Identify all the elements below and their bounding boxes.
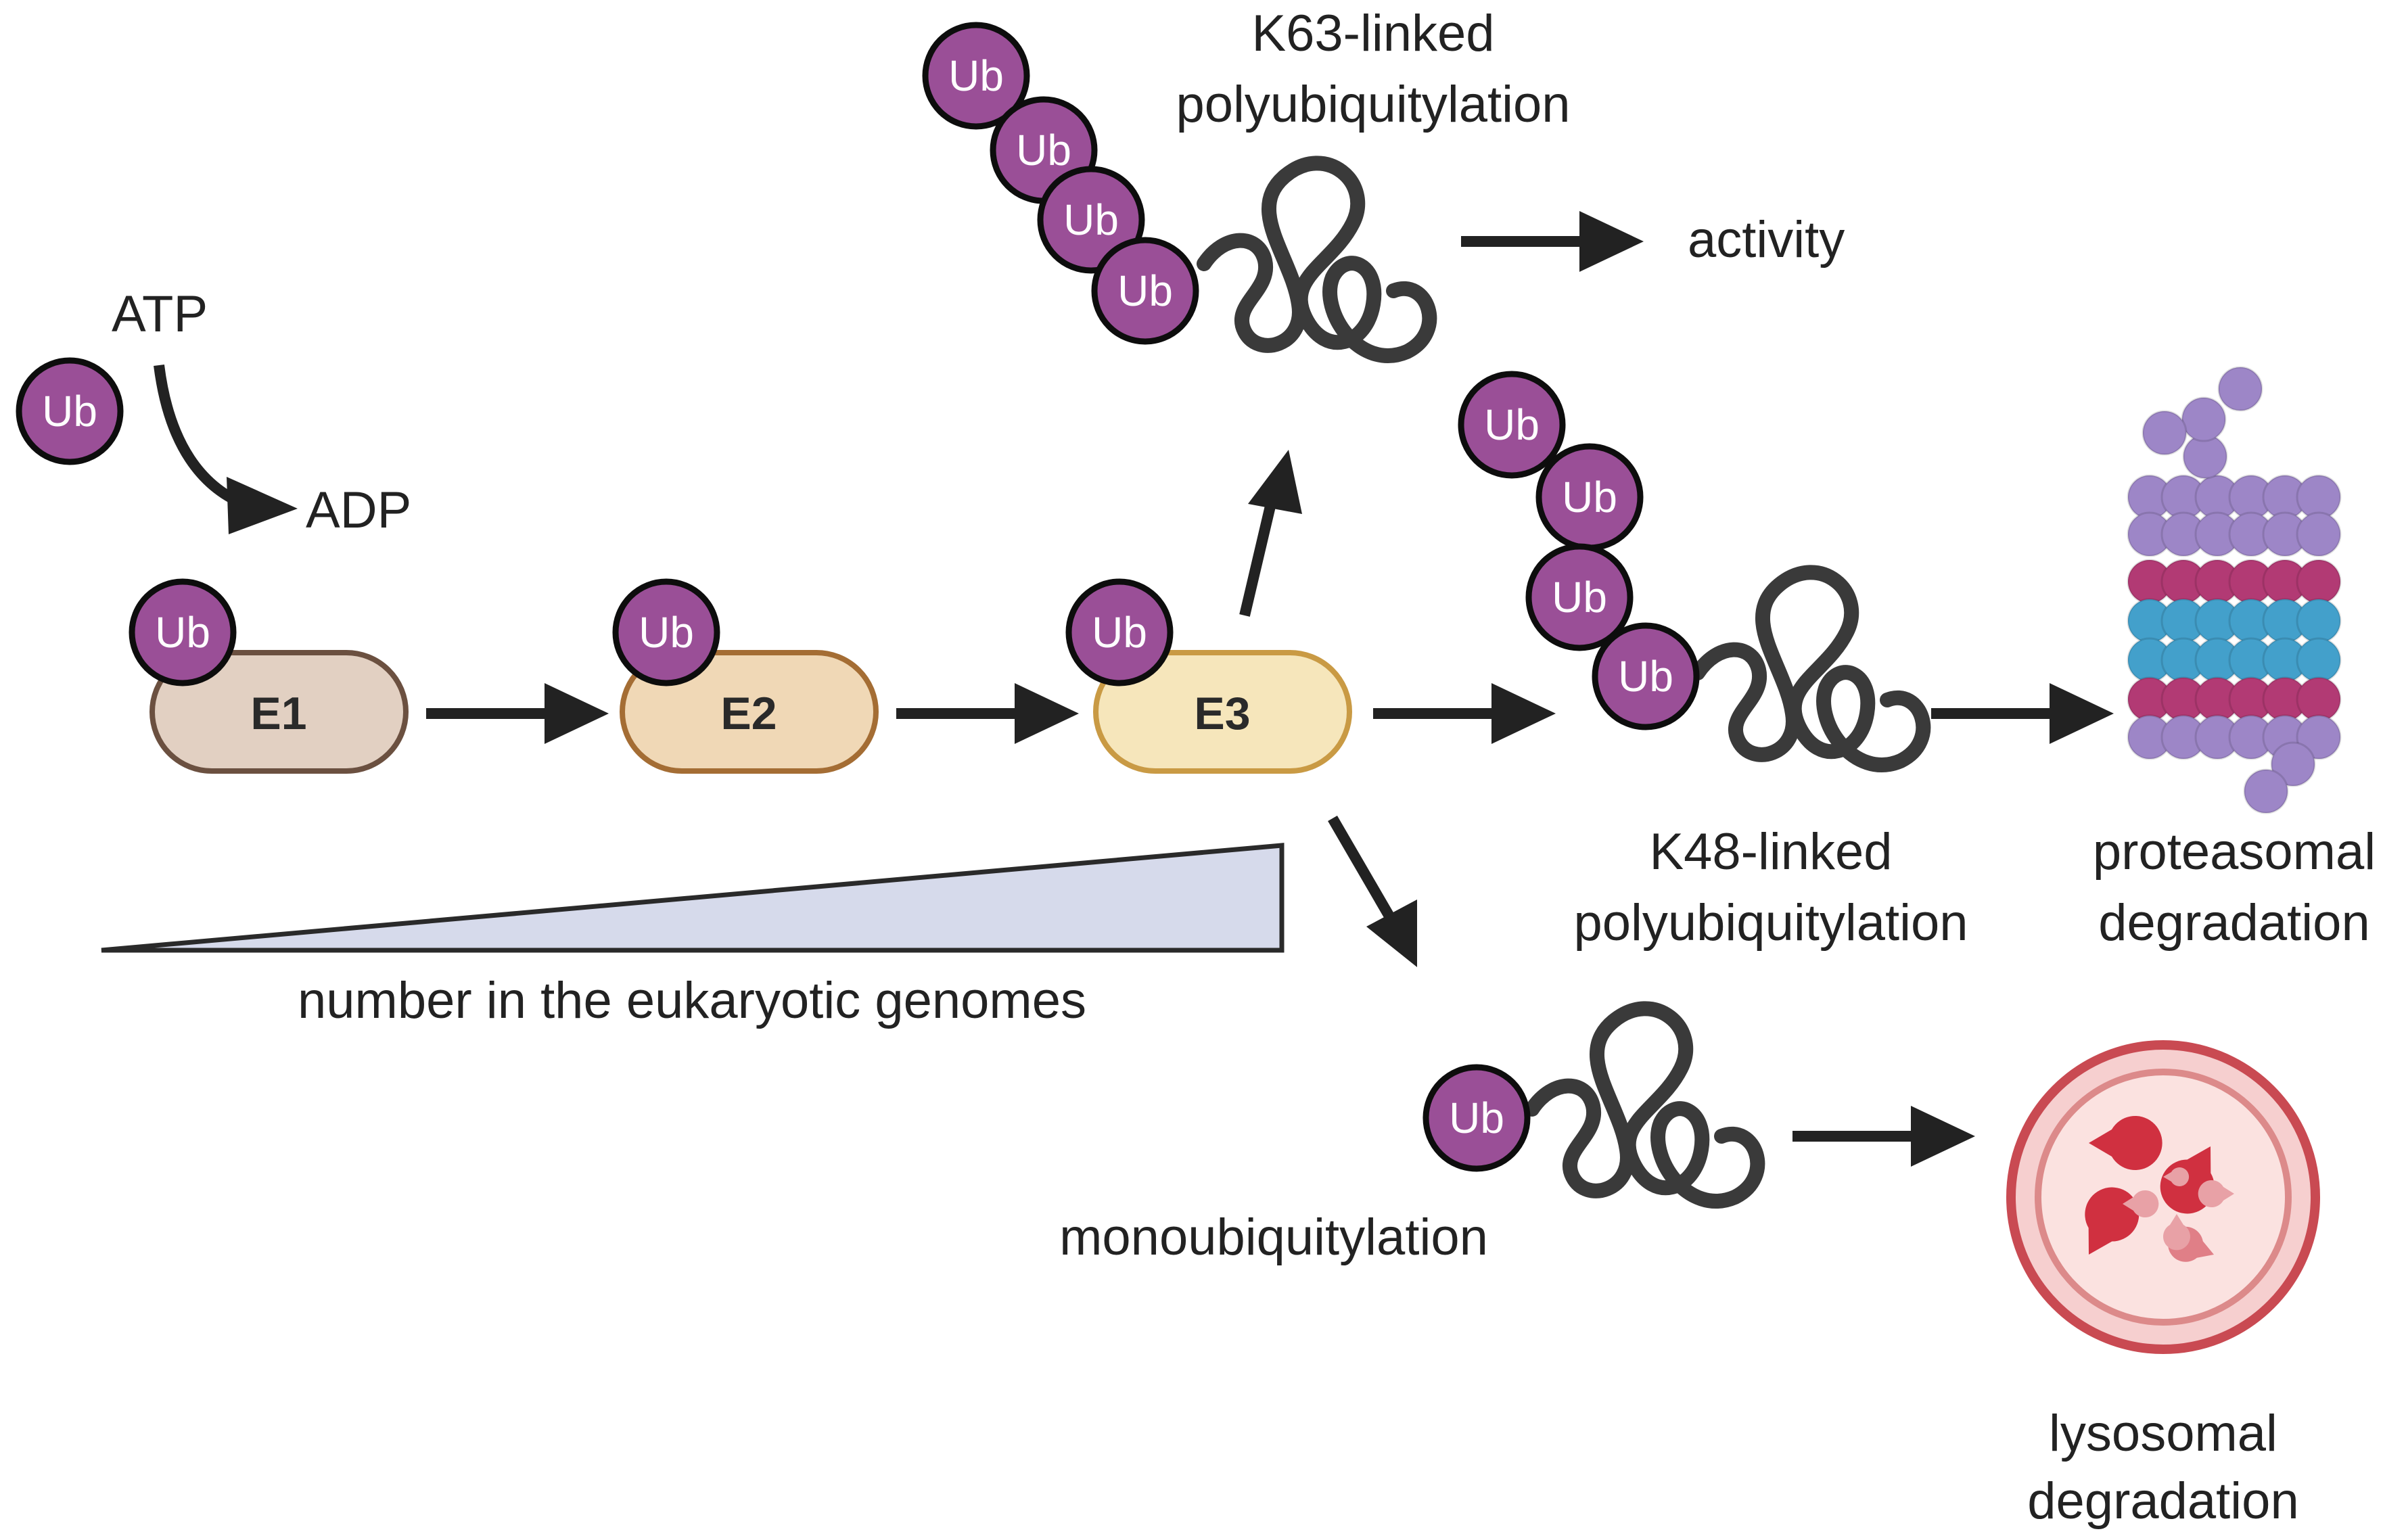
ub-label: Ub — [1063, 195, 1119, 244]
substrate-protein-icon — [1698, 572, 1923, 765]
ub-label: Ub — [1117, 266, 1173, 315]
genome-count-label: number in the eukaryotic genomes — [298, 972, 1086, 1029]
ub-label: Ub — [155, 608, 210, 657]
adp-label: ADP — [306, 482, 411, 539]
arrowhead-icon — [1579, 211, 1644, 272]
k48-label-line2: polyubiquitylation — [1573, 894, 1968, 952]
substrate-protein-icon — [1204, 163, 1429, 356]
proteasomal-label-line1: proteasomal — [2093, 823, 2376, 881]
ub-label: Ub — [639, 608, 694, 657]
proteasomal-label-line2: degradation — [2098, 894, 2369, 952]
ub-label: Ub — [948, 51, 1004, 100]
lysosomal-enzyme-icon — [2123, 1190, 2159, 1217]
e3-label: E3 — [1194, 688, 1250, 739]
atp-adp-reaction: ATP ADP — [112, 285, 411, 539]
mono-label: monoubiquitylation — [1059, 1209, 1488, 1266]
ub-label: Ub — [1618, 652, 1673, 701]
free-ubiquitin: Ub — [19, 360, 120, 462]
proteasome-icon — [2127, 366, 2342, 814]
enzyme-e1: E1 Ub — [132, 582, 409, 774]
arrowhead-icon — [2050, 683, 2114, 744]
arrowhead-icon — [1248, 450, 1302, 514]
atp-label: ATP — [112, 285, 208, 343]
cascade-arrows — [426, 211, 2114, 1167]
k63-label-line2: polyubiquitylation — [1176, 76, 1570, 133]
lysosomal-enzyme-icon — [2163, 1214, 2190, 1251]
ub-label: Ub — [1092, 608, 1147, 657]
ub-label: Ub — [1552, 573, 1607, 622]
lysosomal-label-line2: degradation — [2027, 1472, 2298, 1530]
k63-label-line1: K63-linked — [1251, 5, 1494, 62]
ub-label: Ub — [1484, 400, 1540, 449]
activity-label: activity — [1688, 211, 1845, 269]
arrowhead-icon — [545, 683, 609, 744]
e1-label: E1 — [250, 688, 306, 739]
lysosome-icon — [2006, 1040, 2320, 1354]
lysosomal-enzyme-icon — [2163, 1167, 2190, 1186]
ub-label: Ub — [1562, 473, 1617, 521]
enzyme-e3: E3 Ub — [1069, 582, 1352, 774]
ub-label: Ub — [1016, 126, 1071, 174]
k63-polyubiquitin-chain: Ub Ub Ub Ub — [925, 25, 1429, 356]
arrowhead-icon — [1491, 683, 1556, 744]
ub-label: Ub — [1449, 1094, 1504, 1142]
monoubiquitin-substrate: Ub — [1426, 1008, 1757, 1201]
genome-number-wedge — [101, 843, 1285, 953]
arrowhead-icon — [1911, 1106, 1975, 1167]
lysosomal-enzyme-icon — [2198, 1180, 2234, 1207]
arrowhead-icon — [1366, 900, 1417, 967]
substrate-protein-icon — [1532, 1008, 1757, 1201]
atp-arrowhead-icon — [227, 477, 298, 534]
k48-label-line1: K48-linked — [1649, 823, 1892, 881]
enzyme-e2: E2 Ub — [616, 582, 879, 774]
e2-label: E2 — [720, 688, 777, 739]
arrowhead-icon — [1015, 683, 1079, 744]
k48-polyubiquitin-chain: Ub Ub Ub Ub — [1461, 374, 1923, 765]
ub-label: Ub — [42, 387, 97, 436]
lysosomal-label-line1: lysosomal — [2049, 1405, 2277, 1462]
lysosomal-enzyme-icon — [2089, 1116, 2162, 1170]
